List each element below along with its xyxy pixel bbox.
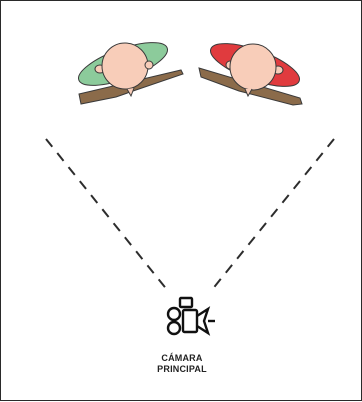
camera-label: CÁMARA PRINCIPAL — [142, 353, 222, 375]
subject-right — [198, 43, 303, 106]
subject-left-nose — [126, 87, 135, 98]
subject-right-nose — [244, 88, 253, 98]
subject-right-head — [229, 43, 277, 91]
subject-left — [78, 42, 184, 105]
video-camera-icon — [166, 296, 215, 336]
camera-label-line2: PRINCIPAL — [157, 364, 207, 374]
subject-left-head — [101, 42, 149, 90]
sight-lines — [45, 138, 335, 292]
subject-left-ear-right — [144, 60, 154, 70]
sight-line-right — [210, 138, 335, 292]
sight-line-left — [45, 138, 169, 292]
camera-label-line1: CÁMARA — [161, 353, 203, 363]
